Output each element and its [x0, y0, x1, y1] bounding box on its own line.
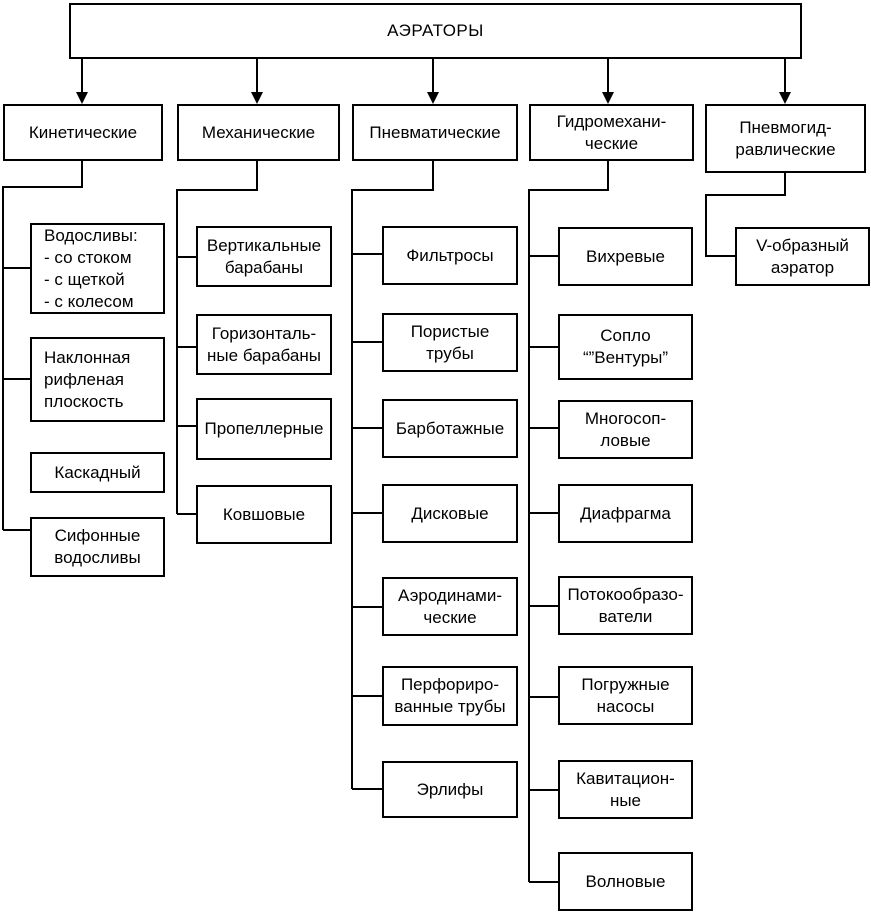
category-mechanical: Механические: [177, 104, 340, 161]
item-label: Диафрагма: [580, 503, 671, 523]
item-label: Ковшовые: [222, 504, 306, 524]
item-hydro-diaphragm: Диафрагма: [558, 484, 693, 543]
arrow-head-pneumohydraulic: [779, 92, 791, 104]
root-title: АЭРАТОРЫ: [387, 21, 484, 40]
item-kinetic-spillways: Водосливы: - со стоком - с щеткой - с ко…: [30, 223, 165, 314]
category-pneumohydraulic: Пневмогид- равлические: [705, 104, 866, 173]
item-label: Сопло “”Вентуры”: [582, 326, 669, 367]
item-kinetic-siphon-spillways: Сифонные водосливы: [30, 517, 165, 577]
category-pneumatic: Пневматические: [352, 104, 518, 161]
item-pneumatic-aerodynamic: Аэродинами- ческие: [382, 577, 518, 636]
item-hydro-cavitation: Кавитацион- ные: [558, 760, 693, 819]
item-label: Водосливы: - со стоком - с щеткой - с ко…: [44, 225, 138, 311]
item-pneumatic-porous-pipes: Пористые трубы: [382, 313, 518, 372]
arrow-head-mechanical: [251, 92, 263, 104]
arrow-head-kinetic: [76, 92, 88, 104]
item-label: Наклонная рифленая плоскость: [44, 347, 131, 411]
item-label: Аэродинами- ческие: [397, 585, 503, 627]
item-label: Пропеллерные: [204, 419, 324, 438]
category-title: Пневматические: [369, 122, 501, 142]
category-title: Кинетические: [28, 122, 138, 142]
item-pneumatic-perforated-pipes: Перфориро- ванные трубы: [382, 666, 518, 726]
item-hydro-flow-formers: Потокообразо- ватели: [558, 576, 693, 635]
item-label: Пористые трубы: [410, 321, 490, 363]
item-label: Барботажные: [395, 418, 505, 438]
item-label: Каскадный: [54, 462, 141, 482]
item-pneumatic-airlifts: Эрлифы: [382, 761, 518, 818]
item-label: Вертикальные барабаны: [206, 235, 322, 277]
item-label: V-образный аэратор: [756, 235, 849, 277]
item-pneumohydraulic-v-shaped: V-образный аэратор: [735, 227, 870, 286]
item-label: Многосоп- ловые: [584, 408, 667, 450]
item-label: Дисковые: [411, 503, 489, 523]
arrow-head-hydromechanical: [602, 92, 614, 104]
item-label: Погружные насосы: [581, 674, 670, 716]
item-label: Эрлифы: [416, 779, 484, 799]
item-hydro-vortex: Вихревые: [558, 227, 693, 286]
branch-kinetic-trunk: [2, 160, 83, 530]
item-mechanical-propeller: Пропеллерные: [196, 398, 332, 460]
branch-pneumohydraulic-trunk: [705, 172, 786, 257]
root-box: АЭРАТОРЫ: [69, 3, 802, 59]
item-hydro-venturi-nozzle: Сопло “”Вентуры”: [558, 314, 693, 380]
item-mechanical-vertical-drums: Вертикальные барабаны: [196, 226, 332, 287]
category-title: Гидромехани- ческие: [556, 111, 667, 153]
item-label: Кавитацион- ные: [576, 768, 675, 810]
arrow-head-pneumatic: [427, 92, 439, 104]
item-hydro-wave: Волновые: [558, 852, 693, 911]
category-kinetic: Кинетические: [3, 104, 163, 161]
item-label: Волновые: [585, 871, 666, 891]
item-kinetic-cascade: Каскадный: [30, 452, 165, 493]
item-mechanical-bucket: Ковшовые: [196, 485, 332, 544]
item-label: Перфориро- ванные трубы: [394, 675, 506, 716]
branch-pneumatic-trunk: [351, 160, 434, 789]
item-pneumatic-barbotage: Барботажные: [382, 399, 518, 458]
branch-mechanical-trunk: [176, 160, 258, 514]
category-title: Механические: [201, 122, 316, 142]
item-pneumatic-filtros: Фильтросы: [382, 226, 518, 285]
item-label: Сифонные водосливы: [54, 526, 141, 567]
branch-hydromechanical-trunk: [528, 160, 609, 882]
category-title: Пневмогид- равлические: [735, 117, 836, 159]
item-hydro-submersible-pumps: Погружные насосы: [558, 666, 693, 725]
item-hydro-multi-nozzle: Многосоп- ловые: [558, 400, 693, 459]
item-label: Потокообразо- ватели: [567, 584, 684, 626]
item-label: Фильтросы: [406, 245, 494, 265]
item-label: Вихревые: [586, 246, 665, 266]
item-label: Горизонталь- ные барабаны: [207, 323, 321, 365]
category-hydromechanical: Гидромехани- ческие: [529, 104, 694, 161]
item-pneumatic-disc: Дисковые: [382, 484, 518, 543]
item-kinetic-inclined-plane: Наклонная рифленая плоскость: [30, 337, 165, 422]
item-mechanical-horizontal-drums: Горизонталь- ные барабаны: [196, 314, 332, 375]
